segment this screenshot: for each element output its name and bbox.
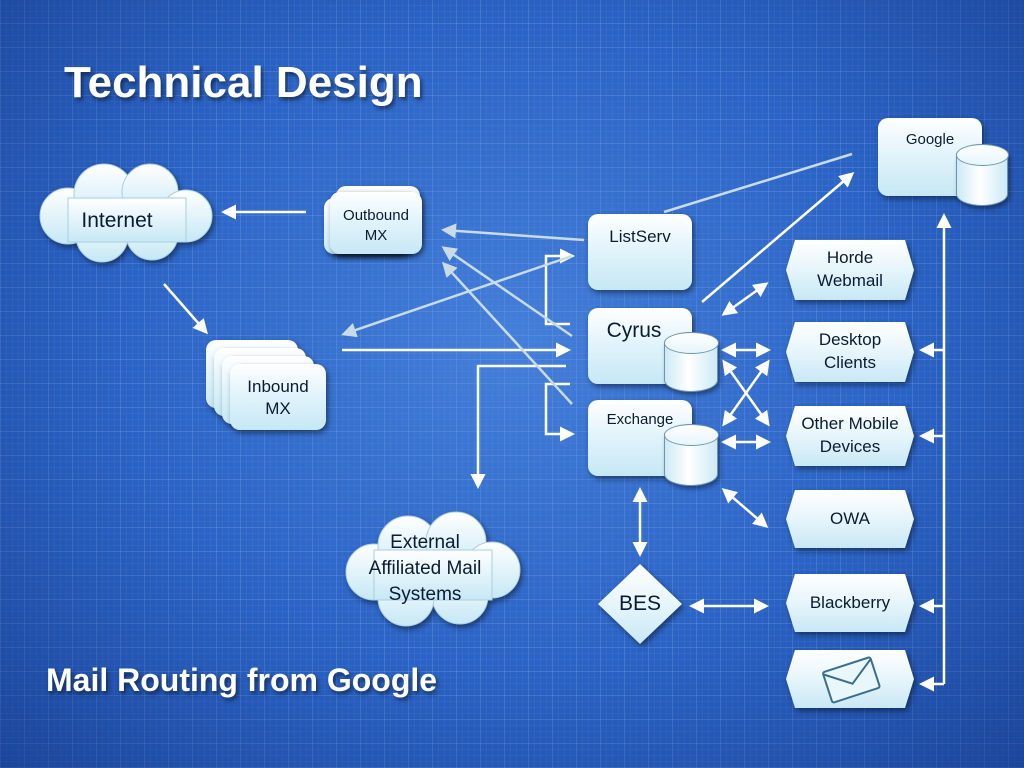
external-line3: Systems [388, 584, 462, 605]
cyrus-label: Cyrus [606, 319, 662, 342]
arrow-cyrus-horde [721, 282, 769, 316]
listserv-server: ListServ [588, 214, 692, 290]
external-line2: Affiliated Mail [368, 558, 482, 579]
exchange-label: Exchange [606, 411, 674, 428]
arrow-internet-to-inbound [163, 283, 208, 335]
owa-node: OWA [786, 490, 914, 548]
outbound-mx-line2: MX [364, 227, 388, 244]
other-mobile-node: Other Mobile Devices [786, 406, 914, 466]
arrow-exchange-outbound [441, 261, 573, 405]
arrow-exchange-owa [721, 488, 769, 528]
line-google-listserv [663, 152, 853, 214]
internet-label: Internet [81, 209, 153, 232]
slide-title: Technical Design [64, 58, 423, 107]
google-label: Google [905, 131, 955, 148]
mobile-line1: Other Mobile [801, 414, 899, 433]
blackberry-node: Blackberry [786, 574, 914, 632]
arrow-listserv-inbound [341, 254, 573, 338]
listserv-label: ListServ [609, 227, 671, 246]
external-line1: External [390, 532, 460, 553]
arrow-cyrus-to-google [701, 172, 855, 303]
database-icon [663, 423, 719, 486]
arrow-listserv-outbound [441, 223, 585, 242]
desktop-line1: Desktop [818, 330, 882, 349]
database-icon [955, 143, 1009, 206]
external-cloud: External Affiliated Mail Systems [340, 510, 522, 628]
inbound-mx-line2: MX [265, 399, 291, 418]
bes-node: BES [598, 564, 682, 644]
arrow-exchange-desktop [722, 359, 770, 427]
cloud-icon [39, 163, 213, 263]
database-icon [663, 331, 719, 392]
arrow-bracket-listserv [544, 248, 575, 326]
internet-cloud: Internet [32, 158, 218, 266]
envelope-icon [822, 656, 881, 704]
email-node [786, 650, 914, 708]
horde-webmail-node: Horde Webmail [786, 240, 914, 300]
arrow-cyrus-outbound [441, 246, 573, 338]
bes-label: BES [618, 592, 662, 615]
desktop-clients-node: Desktop Clients [786, 322, 914, 382]
blackberry-label: Blackberry [809, 593, 891, 612]
outbound-mx-line1: Outbound [343, 207, 409, 224]
cloud-icon [345, 511, 521, 627]
horde-line1: Horde [826, 248, 874, 267]
slide-subtitle: Mail Routing from Google [46, 662, 438, 698]
owa-label: OWA [830, 509, 870, 528]
horde-line2: Webmail [817, 271, 883, 290]
mobile-line2: Devices [819, 437, 881, 456]
arrow-bracket-exchange [544, 382, 575, 442]
inbound-mx-line1: Inbound [247, 377, 309, 396]
desktop-line2: Clients [824, 353, 876, 372]
